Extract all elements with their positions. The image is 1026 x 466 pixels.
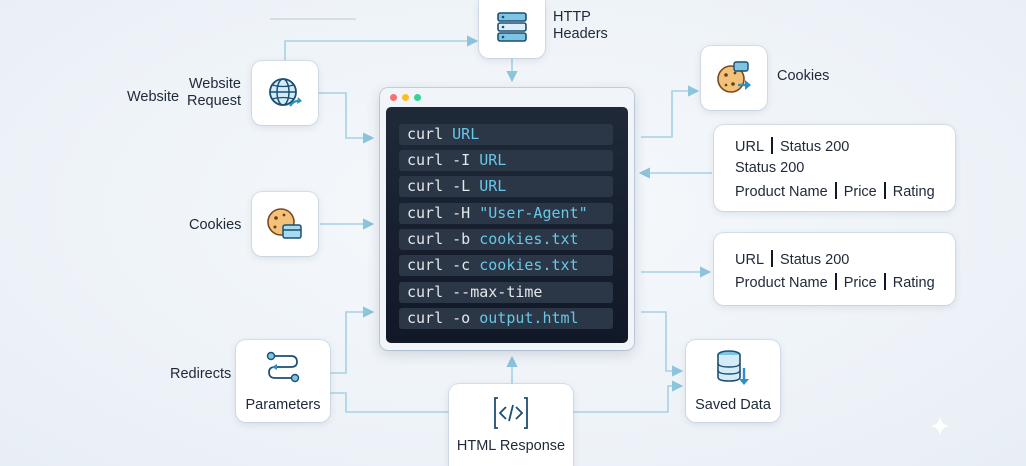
html-response-label: HTML Response [456,438,566,454]
http-headers-node[interactable] [479,0,545,58]
website-outer-label: Website [127,89,180,105]
connector-redirects-to-terminal [318,306,375,374]
parameters-node[interactable]: Parameters [236,340,330,422]
connector-terminal-to-cookies [641,85,700,138]
connector-html-to-saved [547,380,684,413]
terminal-screen: curl URL curl -I URL curl -L URL curl -H… [386,107,628,343]
sparkle-icon [930,416,950,436]
database-download-icon [717,350,749,385]
redirect-loop-icon [266,351,300,383]
html-response-node[interactable]: HTML Response [449,384,573,466]
window-maximize-dot[interactable] [414,94,421,101]
command-row[interactable]: curl -c cookies.txt [399,255,613,276]
decorative-top-line [270,18,356,20]
terminal-window: curl URL curl -I URL curl -L URL curl -H… [380,88,634,350]
command-row[interactable]: curl -I URL [399,150,613,171]
saved-data-label: Saved Data [695,397,771,413]
cookies-top-node[interactable] [701,46,767,110]
server-stack-icon [497,12,527,42]
command-row[interactable]: curl --max-time [399,282,613,303]
connector-parameters-to-html [318,392,477,418]
command-row[interactable]: curl -H "User-Agent" [399,203,613,224]
globe-arrow-icon [269,78,302,107]
cookie-arrow-icon [717,61,751,93]
saved-data-node[interactable]: Saved Data [686,340,780,422]
command-row[interactable]: curl -L URL [399,176,613,197]
command-row[interactable]: curl URL [399,124,613,145]
website-request-label: Website Request [186,76,241,109]
cookies-left-label: Cookies [189,217,242,233]
cookie-card-icon [267,208,302,239]
connector-request-to-headers [284,35,479,60]
cookies-left-node[interactable] [252,192,318,256]
http-headers-label: HTTP Headers [553,9,608,42]
redirects-label: Redirects [170,366,232,382]
cookies-top-label: Cookies [777,68,830,84]
code-brackets-icon [494,397,528,429]
parameters-label: Parameters [245,397,321,413]
command-row[interactable]: curl -b cookies.txt [399,229,613,250]
panel1-row2: Status 200 [735,160,805,176]
window-close-dot[interactable] [390,94,397,101]
connector-terminal-to-saved [641,311,684,377]
window-minimize-dot[interactable] [402,94,409,101]
website-request-node[interactable] [252,61,318,125]
command-row[interactable]: curl -o output.html [399,308,613,329]
connector-request-to-terminal [318,92,375,144]
